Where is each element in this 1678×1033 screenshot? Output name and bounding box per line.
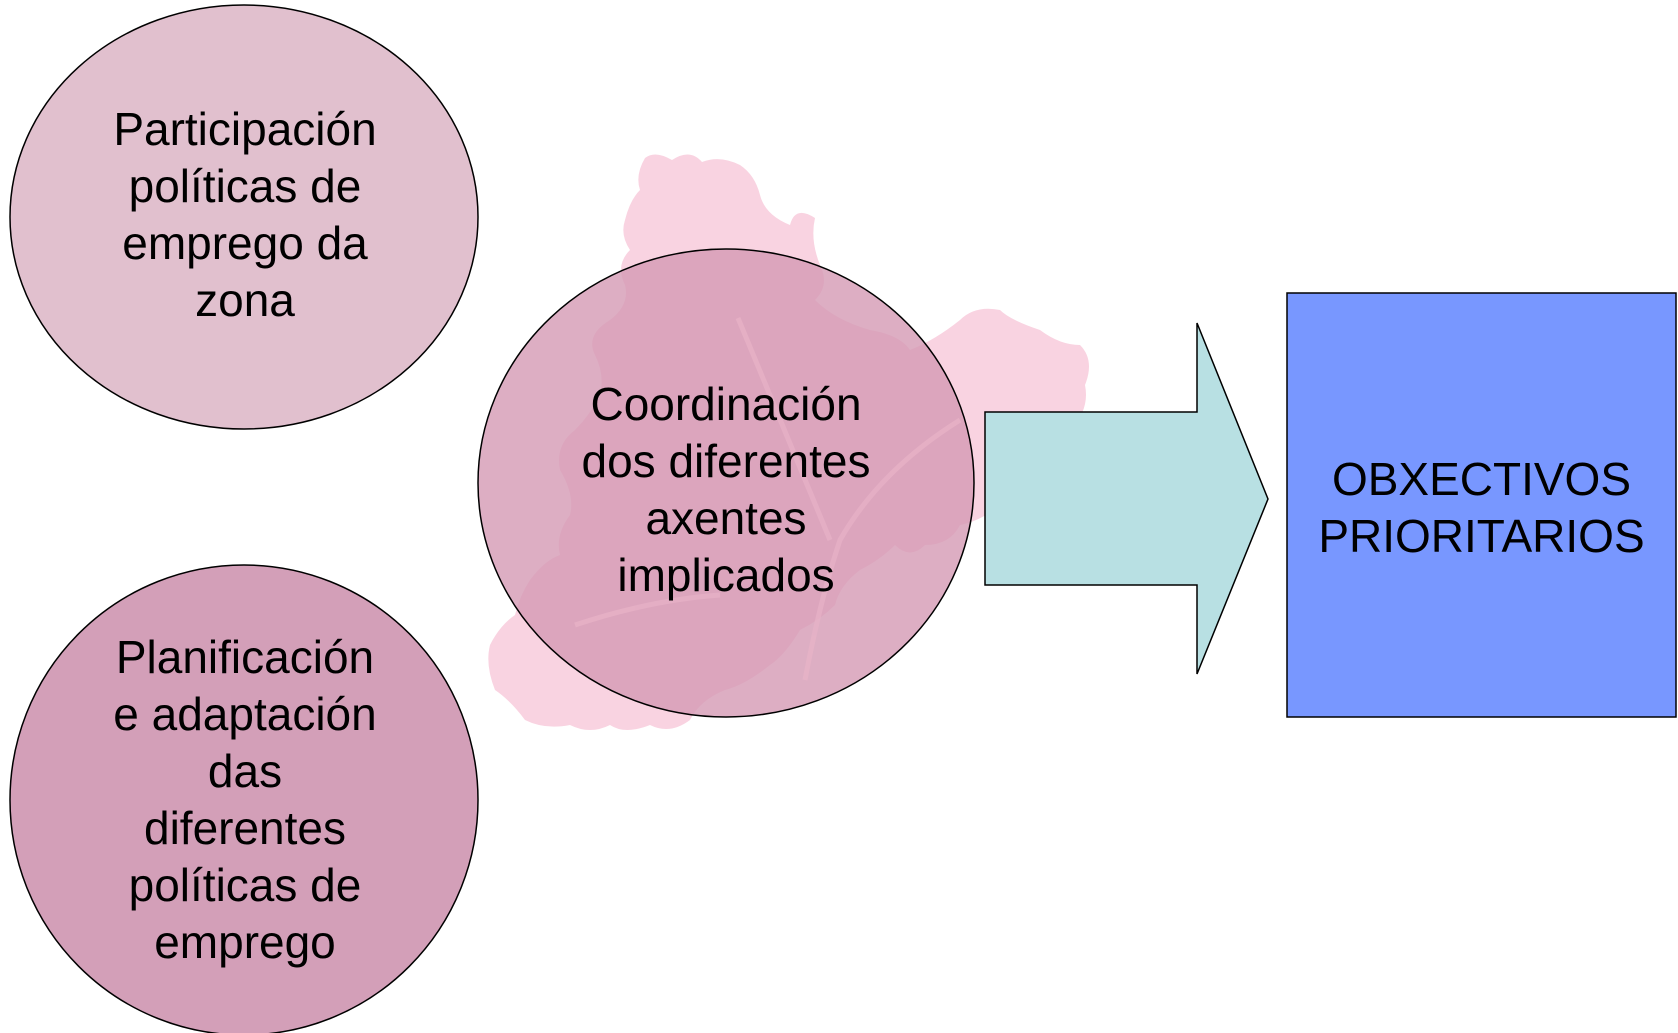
vein-3: [574, 592, 721, 628]
arrow-shape: [984, 322, 1269, 675]
vein-2: [802, 417, 962, 681]
node-center-circle: [477, 248, 975, 718]
node-top-left-circle: [9, 4, 479, 430]
map-veins: [574, 317, 962, 681]
target-box: [1286, 292, 1677, 718]
vein-1: [735, 317, 833, 541]
node-bottom-left-circle: [9, 564, 479, 1033]
